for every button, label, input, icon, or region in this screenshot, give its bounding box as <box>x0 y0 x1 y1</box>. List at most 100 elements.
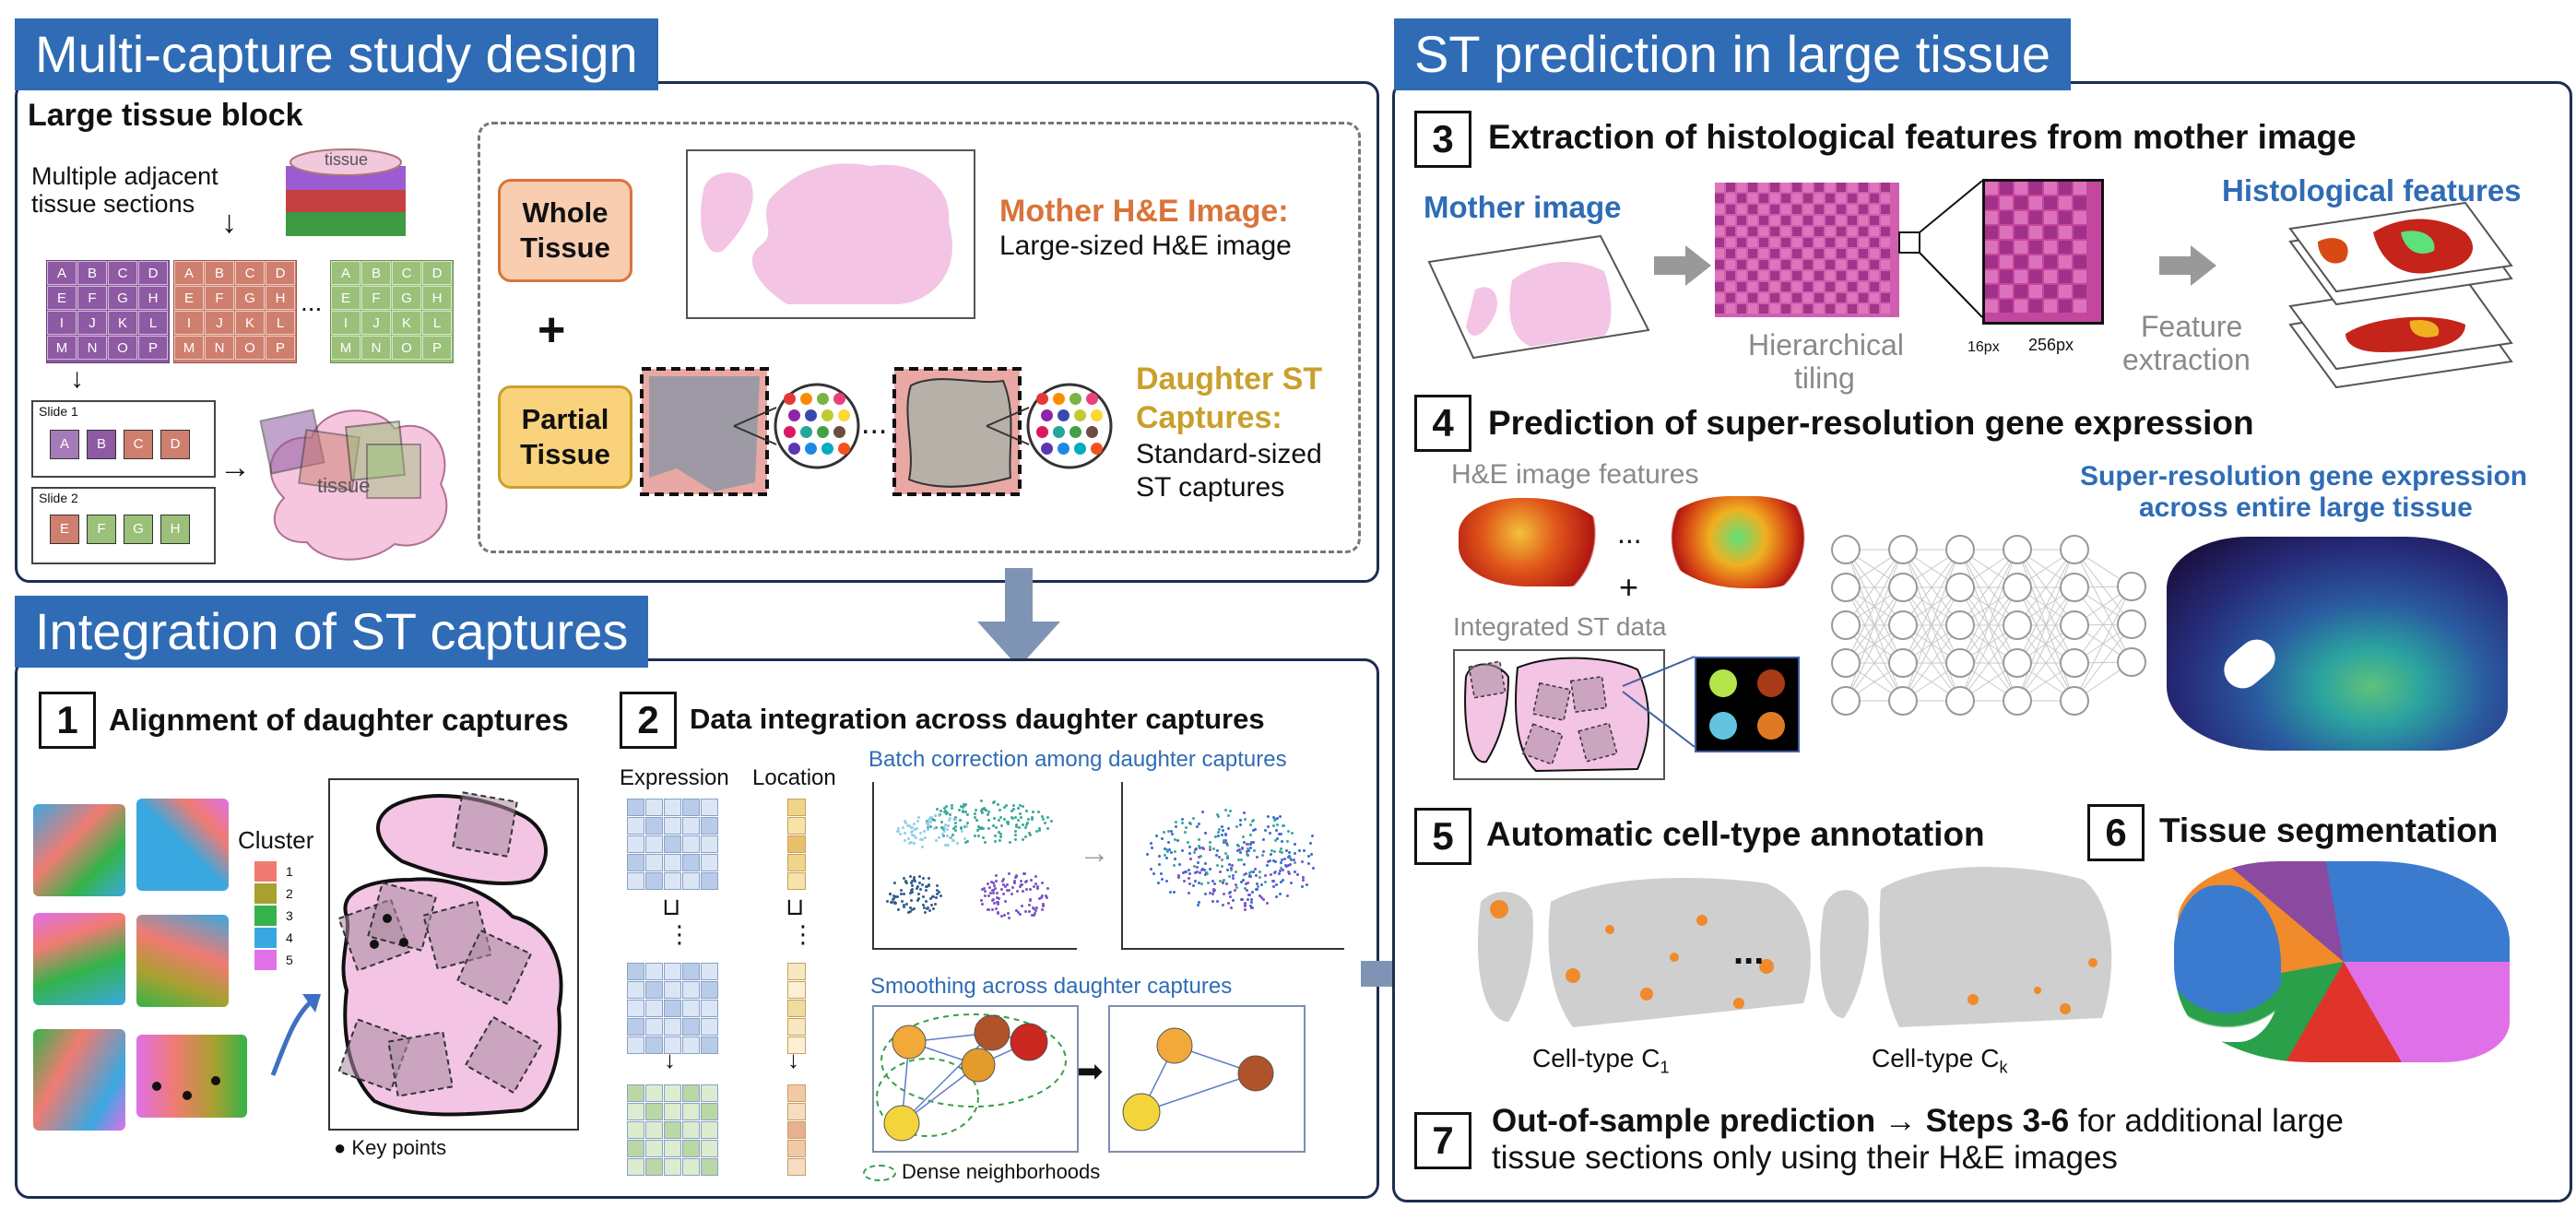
image-tile <box>1792 282 1802 291</box>
image-tile <box>1848 238 1857 247</box>
scatter-point <box>1260 882 1264 886</box>
scatter-point <box>1028 904 1032 907</box>
tissue-cloud-label: tissue <box>317 474 371 497</box>
scatter-point <box>951 834 955 837</box>
scatter-point <box>959 825 963 829</box>
scatter-point <box>1211 899 1214 903</box>
scatter-point <box>1188 869 1191 872</box>
scatter-point <box>1198 855 1201 859</box>
image-tile <box>1737 216 1746 225</box>
scatter-point <box>1248 870 1252 874</box>
image-tile <box>1837 183 1846 192</box>
scatter-point <box>911 907 915 911</box>
image-tile <box>1803 238 1813 247</box>
matrix-cell <box>682 1000 700 1017</box>
scatter-point <box>1241 898 1245 902</box>
scatter-point <box>976 834 980 837</box>
scatter-point <box>1164 856 1168 859</box>
scatter-point <box>1013 838 1017 842</box>
celltype-c1-label: Cell-type C1 <box>1532 1044 1670 1077</box>
scatter-point <box>1222 904 1225 907</box>
scatter-point <box>940 820 944 823</box>
scatter-point <box>1279 860 1282 864</box>
grid-cell: C <box>235 261 265 285</box>
scatter-point <box>1222 892 1225 895</box>
scatter-point <box>1044 894 1047 897</box>
nn-node <box>2003 535 2032 564</box>
grid-cell: G <box>392 286 421 310</box>
image-tile <box>2044 226 2057 239</box>
scatter-point <box>1041 904 1045 907</box>
grid-cell: D <box>422 261 452 285</box>
image-tile <box>1803 260 1813 269</box>
scatter-point <box>999 887 1003 891</box>
scatter-point <box>1245 871 1248 875</box>
scatter-point <box>914 879 917 882</box>
scatter-point <box>1167 830 1171 834</box>
scatter-point <box>1263 880 1267 883</box>
scatter-point <box>904 903 908 906</box>
scatter-point <box>921 876 925 880</box>
nn-edge <box>1959 549 2018 702</box>
scatter-point <box>949 816 952 820</box>
grid-cell: I <box>331 311 360 335</box>
image-tile <box>1814 216 1824 225</box>
scatter-point <box>923 829 927 833</box>
image-tile <box>1870 183 1879 192</box>
scatter-point <box>1306 862 1310 866</box>
image-tile <box>1848 216 1857 225</box>
cluster-swatch <box>254 861 277 882</box>
daughter-sub-2: ST captures <box>1136 472 1285 503</box>
nn-node <box>1831 610 1861 640</box>
scatter-point <box>1181 817 1185 821</box>
scatter-point <box>1146 853 1150 857</box>
scatter-point <box>1274 838 1278 842</box>
scatter-point <box>942 835 946 838</box>
step-2-number: 2 <box>620 692 677 749</box>
scatter-point <box>945 844 949 847</box>
image-tile <box>1715 183 1724 192</box>
scatter-point <box>1273 818 1277 822</box>
image-tile <box>1770 238 1779 247</box>
matrix-cell <box>645 835 663 853</box>
image-tile <box>1814 227 1824 236</box>
scatter-point <box>1274 828 1278 832</box>
capture-spot <box>1069 426 1081 438</box>
scatter-point <box>1294 860 1297 864</box>
scatter-point <box>920 845 924 848</box>
cluster-swatch <box>254 883 277 904</box>
scatter-point <box>925 884 928 888</box>
scatter-point <box>922 895 925 899</box>
scatter-point <box>1175 824 1178 828</box>
down-arrow-big <box>977 568 1060 668</box>
matrix-cell <box>627 1158 644 1176</box>
scatter-point <box>1234 870 1237 874</box>
scatter-point <box>936 808 939 811</box>
image-tile <box>1748 216 1757 225</box>
scatter-point <box>913 835 916 838</box>
image-tile <box>2074 241 2086 254</box>
image-tile <box>1870 293 1879 302</box>
scatter-point <box>1247 843 1251 847</box>
scatter-point <box>916 827 919 831</box>
expression-matrix-2 <box>627 963 719 1055</box>
scatter-point <box>1158 863 1162 867</box>
scatter-point <box>1208 891 1211 894</box>
scatter-point <box>1018 812 1022 816</box>
scatter-point <box>980 902 984 906</box>
feature-stack <box>2288 201 2513 389</box>
scatter-point <box>1195 865 1199 869</box>
scatter-point <box>1246 881 1249 884</box>
scatter-point <box>912 875 916 879</box>
scatter-point <box>1252 840 1256 844</box>
scatter-point <box>1234 883 1237 887</box>
matrix-cell <box>682 1036 700 1054</box>
scatter-point <box>911 880 915 883</box>
scatter-point <box>1288 854 1292 858</box>
scatter-point <box>1193 848 1197 852</box>
image-tile <box>1726 282 1735 291</box>
image-tile <box>1726 183 1735 192</box>
scatter-point <box>924 910 928 914</box>
image-tile <box>2044 241 2057 254</box>
scatter-point <box>1006 883 1010 887</box>
